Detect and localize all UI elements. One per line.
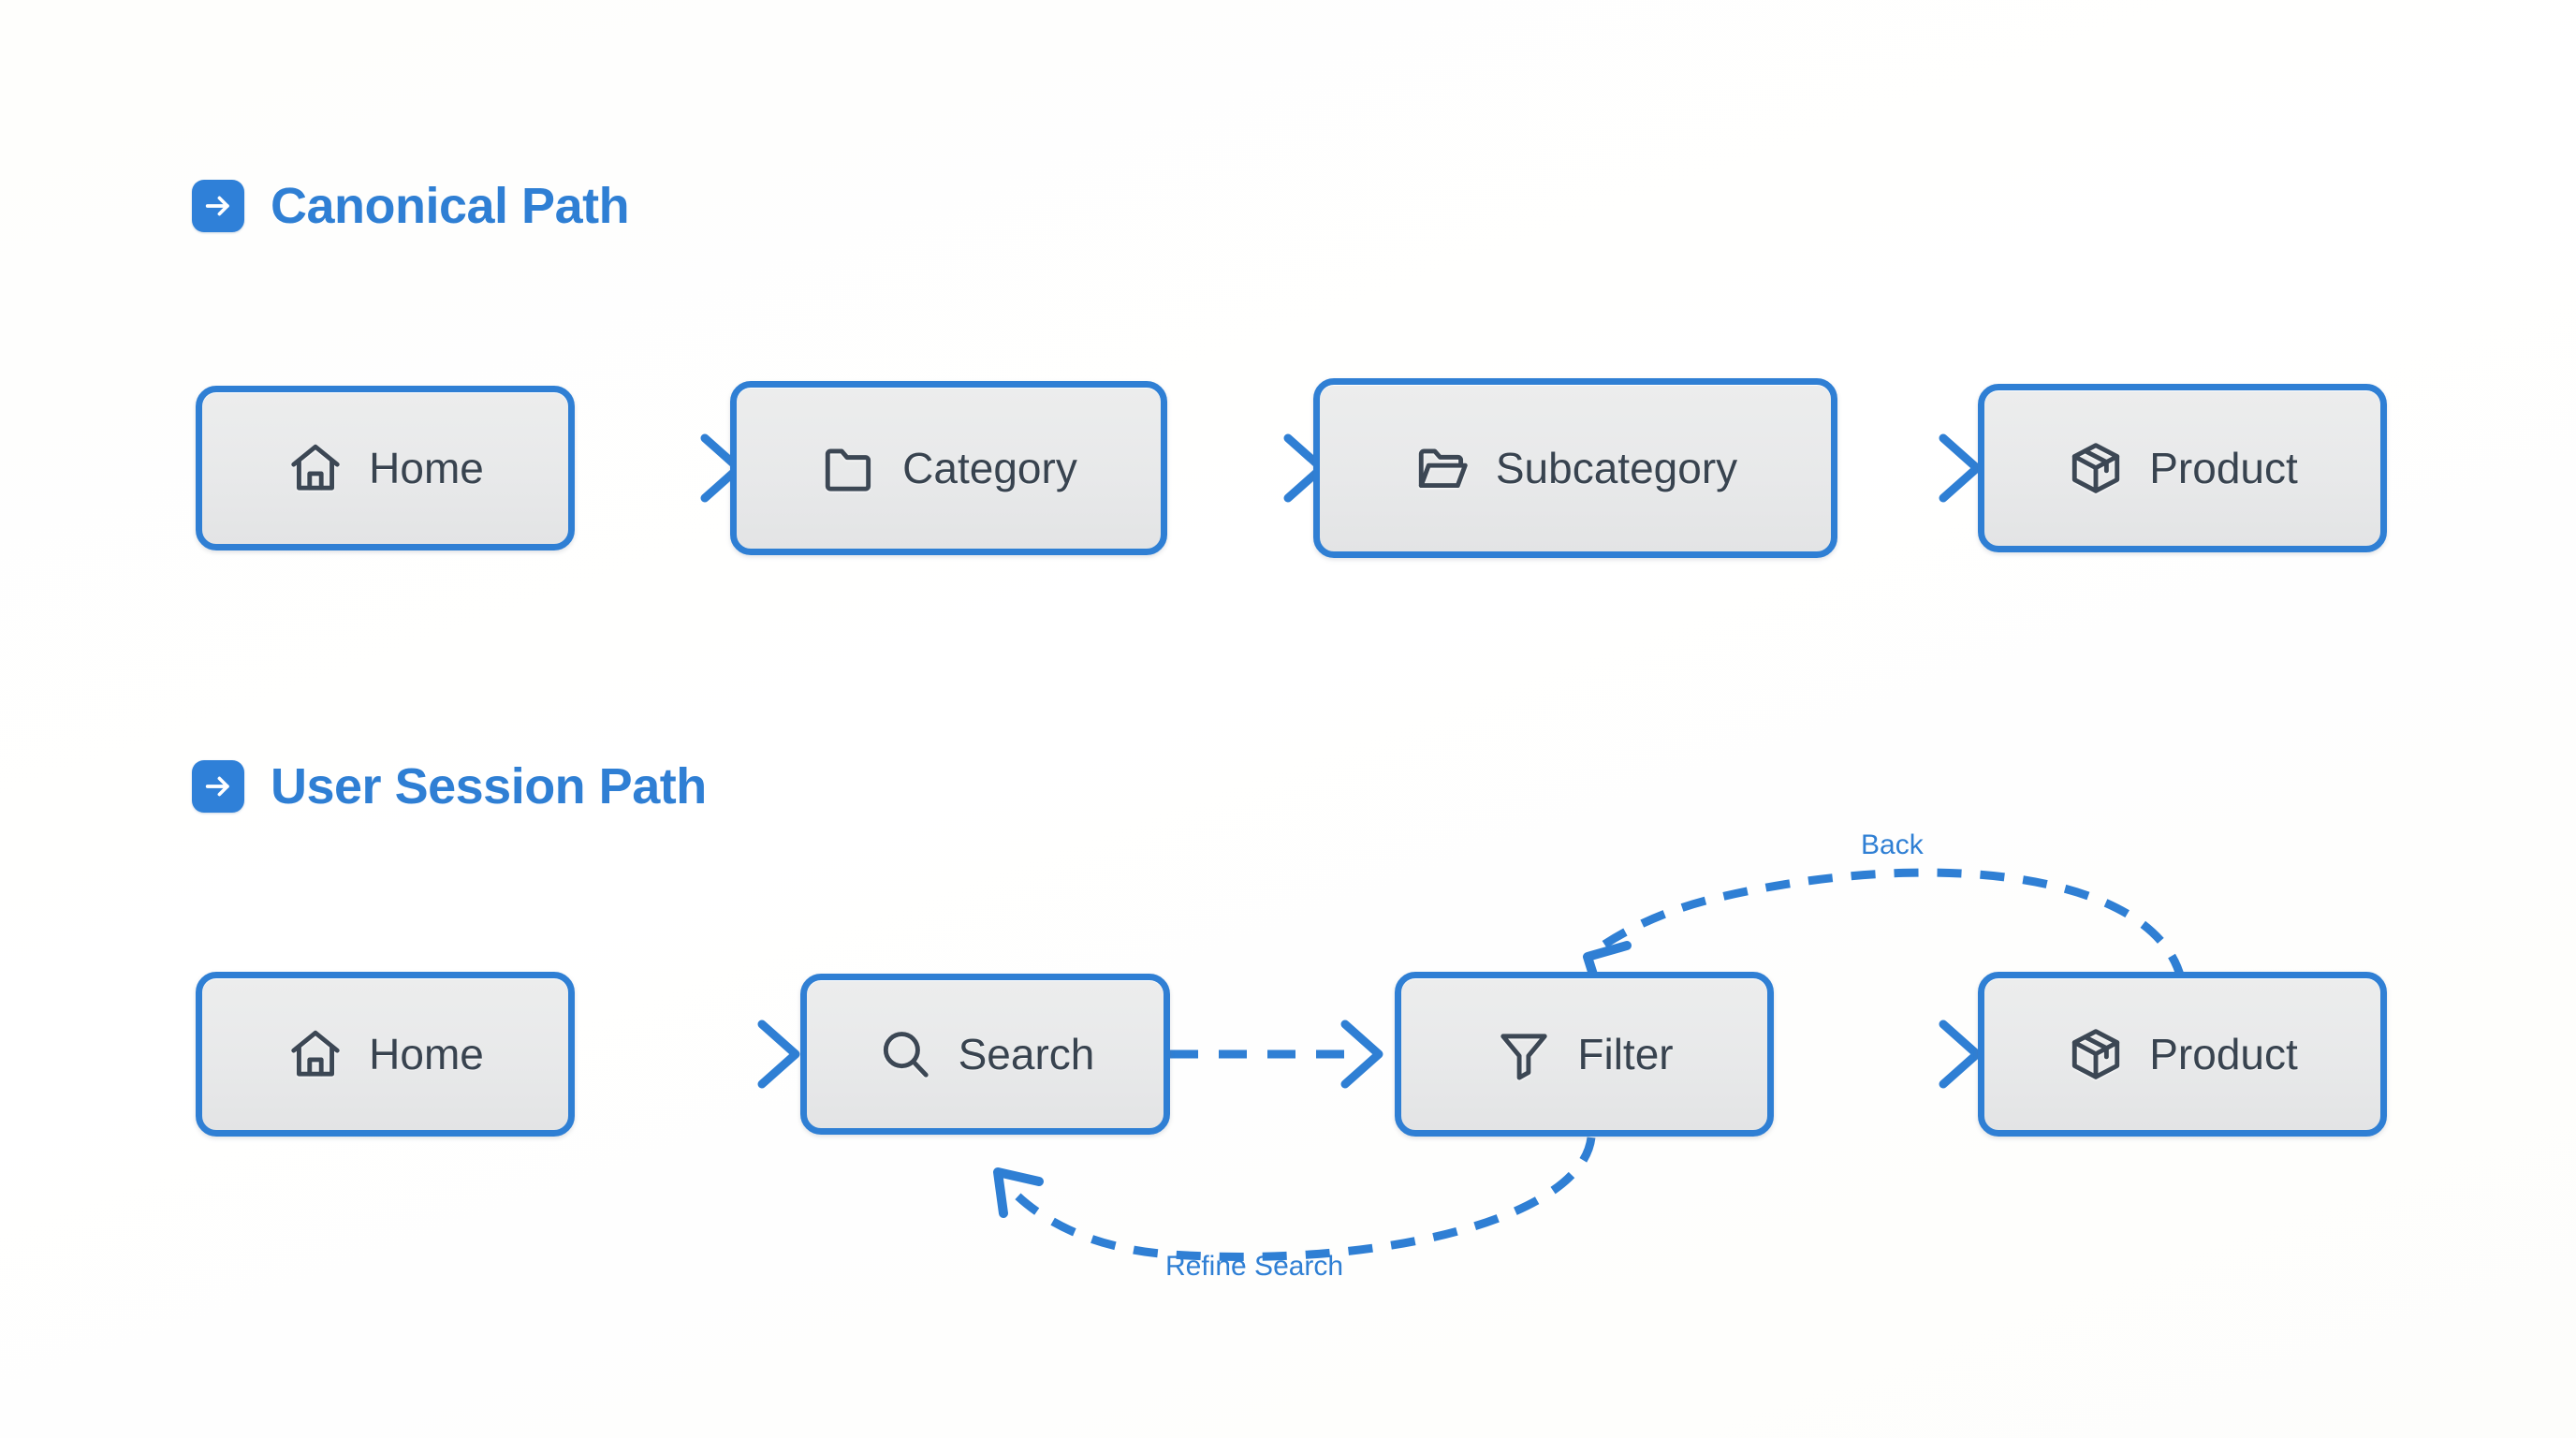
folder-open-icon: [1413, 439, 1471, 497]
node-home-2[interactable]: Home: [196, 972, 575, 1137]
section-title: User Session Path: [271, 758, 707, 814]
folder-icon: [820, 439, 878, 497]
arrow-right-icon: [192, 760, 244, 813]
package-icon: [2067, 1025, 2125, 1083]
funnel-icon: [1495, 1025, 1553, 1083]
node-product[interactable]: Product: [1978, 384, 2387, 552]
node-home[interactable]: Home: [196, 386, 575, 550]
home-icon: [286, 1025, 344, 1083]
node-label: Product: [2149, 1030, 2298, 1078]
node-label: Subcategory: [1495, 444, 1738, 492]
node-label: Product: [2149, 444, 2298, 492]
section-header-canonical-path: Canonical Path: [192, 178, 630, 234]
node-label: Search: [958, 1030, 1095, 1078]
node-label: Home: [369, 444, 484, 492]
section-title: Canonical Path: [271, 178, 630, 234]
edge-label-back: Back: [1861, 829, 1924, 860]
node-label: Home: [369, 1030, 484, 1078]
section-header-user-session-path: User Session Path: [192, 760, 707, 813]
edge-home-to-category: [575, 433, 743, 503]
edge-filter-to-product: [1774, 1020, 1982, 1089]
package-icon: [2067, 439, 2125, 497]
edge-category-to-subcategory: [1167, 433, 1326, 503]
node-search[interactable]: Search: [800, 974, 1170, 1135]
node-product-2[interactable]: Product: [1978, 972, 2387, 1137]
node-category[interactable]: Category: [730, 381, 1167, 555]
node-filter[interactable]: Filter: [1395, 972, 1774, 1137]
edge-search-to-filter-dashed: [1170, 1020, 1383, 1089]
arrow-right-icon: [192, 180, 244, 232]
edge-home-to-search: [575, 1020, 800, 1089]
node-label: Filter: [1577, 1030, 1674, 1078]
home-icon: [286, 439, 344, 497]
edge-subcategory-to-product: [1837, 433, 1982, 503]
search-icon: [876, 1025, 934, 1083]
edge-label-refine-search: Refine Search: [1165, 1251, 1344, 1282]
node-subcategory[interactable]: Subcategory: [1313, 378, 1837, 558]
edge-filter-to-search-refine: [993, 1137, 1596, 1261]
node-label: Category: [902, 444, 1077, 492]
